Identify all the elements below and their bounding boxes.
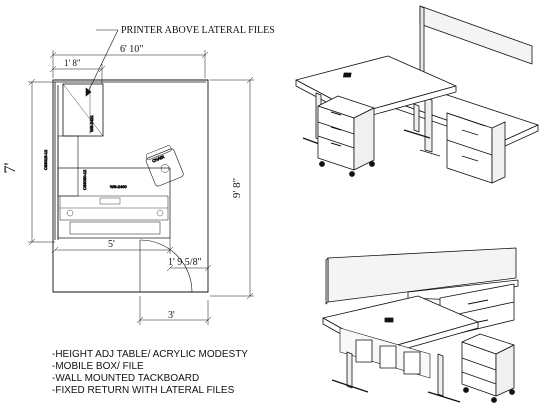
dim-door-width: 3': [168, 310, 175, 321]
desk-tag: WS-2460: [110, 184, 127, 189]
dim-side-height: 7': [2, 162, 19, 173]
partition-panel: [54, 81, 206, 240]
note-2: -MOBILE BOX/ FILE: [52, 361, 144, 372]
callout-text: PRINTER ABOVE LATERAL FILES: [121, 25, 275, 36]
floor-plan: WS-2421 CS3015-12 CS3030-12 WS-2460 CHAI…: [28, 29, 254, 325]
dim-overall-width: 6' 10": [120, 44, 143, 55]
file-tag: WS-2421: [89, 115, 94, 132]
dim-room-height: 9' 8": [231, 178, 243, 198]
door-swing: [139, 239, 208, 293]
note-3: -WALL MOUNTED TACKBOARD: [52, 373, 199, 384]
iso-view-bottom: [322, 247, 519, 403]
lateral-file-plan: WS-2421: [62, 83, 104, 137]
return-surface-plan: [57, 135, 79, 197]
dimension-lines: [28, 50, 254, 325]
note-1: -HEIGHT ADJ TABLE/ ACRYLIC MODESTY: [52, 349, 248, 360]
desk-plan: WS-2460: [57, 167, 171, 239]
notes-list: -HEIGHT ADJ TABLE/ ACRYLIC MODESTY -MOBI…: [52, 349, 248, 396]
chair-plan: CHAIR: [145, 145, 184, 187]
dim-return-offset: 1' 9 5/8": [168, 257, 202, 268]
iso-view-top: [295, 5, 539, 184]
dim-desk-width: 5': [108, 239, 115, 250]
callout-leader: [85, 29, 119, 97]
left-tag-2: CS3030-12: [82, 169, 87, 190]
dim-file-width: 1' 8": [64, 58, 81, 68]
chair-tag: CHAIR: [151, 154, 165, 163]
left-tag: CS3015-12: [43, 149, 48, 170]
note-4: -FIXED RETURN WITH LATERAL FILES: [52, 385, 235, 396]
